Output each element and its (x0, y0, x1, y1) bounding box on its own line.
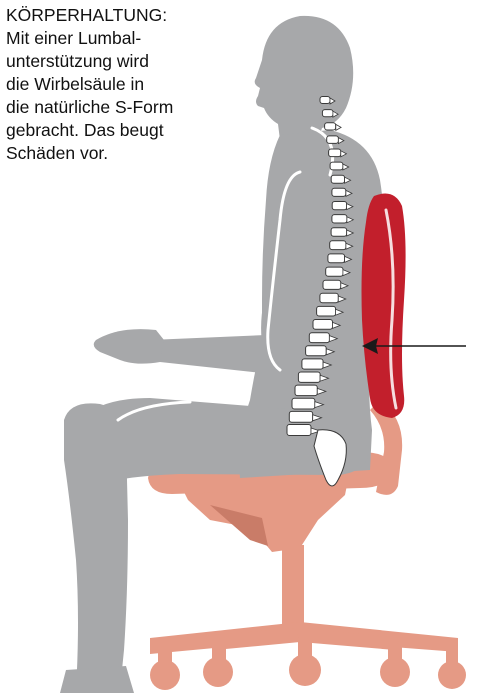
head (255, 16, 354, 140)
vertebra (298, 372, 320, 382)
vertebra (292, 398, 315, 409)
chair-caster-stem (212, 646, 226, 660)
vertebra (323, 280, 341, 289)
seated-person-icon (60, 16, 385, 693)
chair-caster (380, 657, 410, 687)
lower-leg (64, 403, 128, 690)
vertebra (313, 320, 333, 330)
vertebra (332, 215, 347, 223)
lumbar-backrest (362, 194, 406, 418)
vertebra-process (336, 124, 341, 130)
vertebra (326, 267, 343, 276)
vertebra (332, 202, 347, 210)
forearm (150, 334, 312, 376)
vertebra (331, 175, 344, 183)
chair-caster-stem (388, 646, 402, 660)
vertebra (289, 411, 312, 422)
vertebra (330, 162, 343, 170)
vertebra (322, 110, 333, 117)
chair-caster-stem (298, 640, 312, 656)
vertebra (331, 228, 347, 237)
chair-column (282, 545, 304, 635)
vertebra (332, 188, 346, 196)
chair-caster (289, 654, 321, 686)
vertebra (309, 333, 329, 343)
chair-caster (203, 657, 233, 687)
vertebra (328, 254, 345, 263)
chair-caster (438, 661, 466, 689)
vertebra (320, 97, 330, 104)
chair-caster-stem (158, 650, 172, 664)
vertebra (325, 123, 336, 130)
vertebra (306, 346, 327, 356)
foot (60, 666, 134, 693)
vertebra (287, 425, 311, 436)
vertebra (295, 385, 317, 396)
vertebra (302, 359, 323, 369)
backrest-pad (362, 194, 406, 418)
vertebra (317, 306, 336, 316)
chair-caster (150, 660, 180, 690)
vertebra (330, 241, 346, 250)
vertebra (329, 149, 341, 157)
vertebra (320, 293, 338, 302)
hand (94, 329, 164, 363)
chair-caster-stem (446, 650, 458, 664)
vertebra (327, 136, 339, 144)
